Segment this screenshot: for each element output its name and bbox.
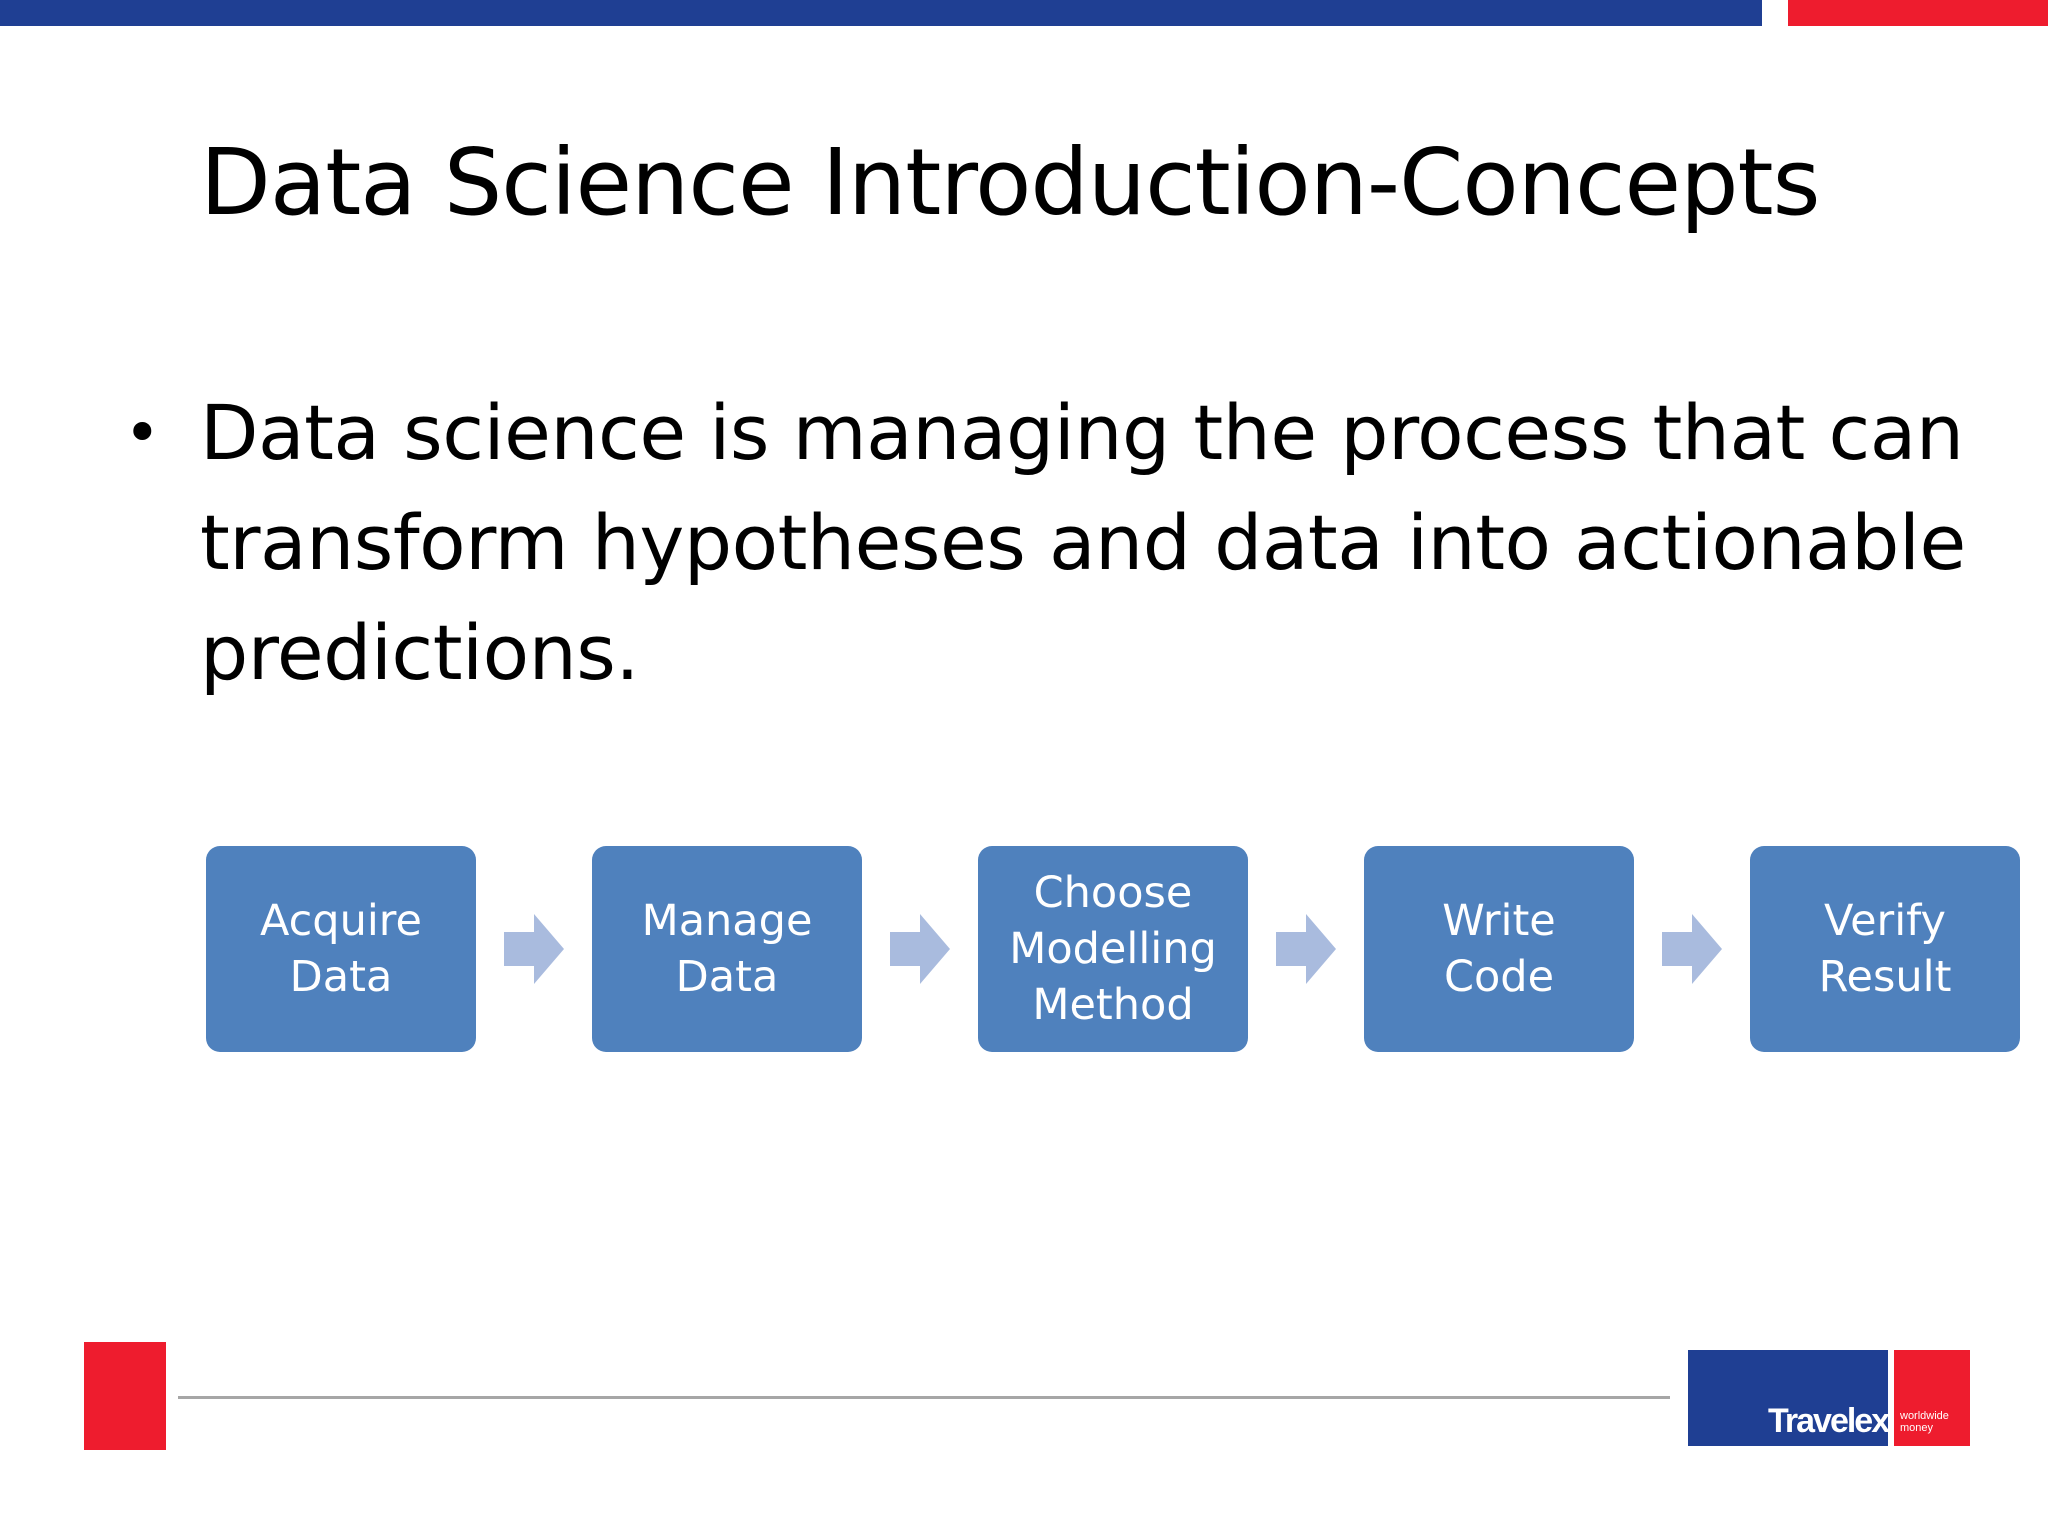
logo-red-block <box>1894 1350 1970 1446</box>
step-label-line: Data <box>289 952 393 1002</box>
top-accent-bar-red <box>1788 0 2048 26</box>
step-label-line: Verify <box>1824 896 1946 946</box>
step-choose-modelling-method: Choose Modelling Method <box>978 846 1248 1052</box>
right-arrow-icon <box>890 914 950 984</box>
top-accent-bar-blue <box>0 0 1762 26</box>
right-arrow-icon <box>1662 914 1722 984</box>
step-label-line: Data <box>675 952 779 1002</box>
step-label-line: Write <box>1442 896 1556 946</box>
step-verify-result: Verify Result <box>1750 846 2020 1052</box>
step-label-line: Result <box>1818 952 1952 1002</box>
step-write-code: Write Code <box>1364 846 1634 1052</box>
logo-tagline-line: money <box>1900 1422 1934 1434</box>
logo-wordmark: Travelex <box>1768 1402 1890 1440</box>
step-label-line: Method <box>1032 980 1194 1030</box>
travelex-logo: Travelex worldwide money <box>1688 1350 1970 1446</box>
step-manage-data: Manage Data <box>592 846 862 1052</box>
logo-blue-block <box>1688 1350 1888 1446</box>
bullet-marker: • <box>124 396 161 469</box>
step-label-line: Code <box>1443 952 1555 1002</box>
footer-red-square <box>84 1342 166 1450</box>
logo-tagline: worldwide money <box>1900 1410 1964 1434</box>
step-label-line: Modelling <box>1009 924 1217 974</box>
right-arrow-icon <box>1276 914 1336 984</box>
step-label-line: Manage <box>641 896 813 946</box>
step-label-line: Acquire <box>260 896 422 946</box>
logo-tagline-line: worldwide <box>1900 1410 1949 1422</box>
footer-divider <box>178 1396 1670 1399</box>
bullet-text: Data science is managing the process tha… <box>200 388 1966 697</box>
step-acquire-data: Acquire Data <box>206 846 476 1052</box>
right-arrow-icon <box>504 914 564 984</box>
step-label-line: Choose <box>1033 868 1193 918</box>
process-flow: Acquire Data Manage Data Choose Modellin… <box>206 846 2022 1052</box>
slide-title: Data Science Introduction-Concepts <box>200 129 1821 236</box>
